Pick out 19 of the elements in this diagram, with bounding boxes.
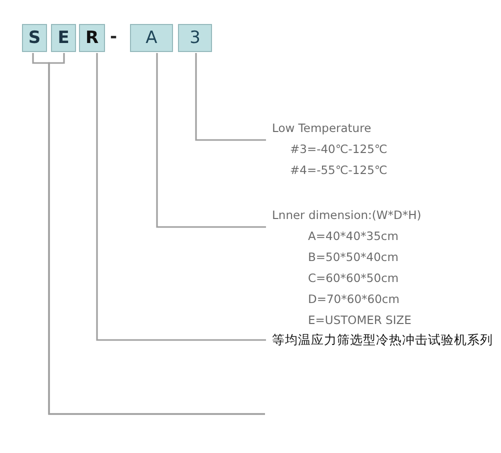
code-letter-box: 3 — [178, 24, 212, 52]
option-text: A=40*40*35cm — [307, 228, 400, 245]
option-text: E=USTOMER SIZE — [307, 312, 412, 329]
option-text: #3=-40℃-125℃ — [289, 141, 388, 158]
option-text: B=50*50*40cm — [307, 249, 400, 266]
option-text: #4=-55℃-125℃ — [289, 162, 388, 179]
separator-dash: - — [110, 27, 118, 47]
heading-text: Low Temperature — [271, 120, 372, 137]
code-letter-box: E — [51, 24, 76, 52]
leader-line — [195, 53, 266, 141]
leader-line — [156, 53, 266, 228]
heading-text: 等均温应力筛选型冷热冲击试验机系列 — [271, 331, 493, 349]
option-text: D=70*60*60cm — [307, 291, 400, 308]
heading-text: Lnner dimension:(W*D*H) — [271, 207, 422, 224]
code-letter-box: S — [22, 24, 47, 52]
code-letter-box: A — [130, 24, 173, 52]
code-letter-box: R — [79, 24, 105, 52]
leader-line — [96, 53, 266, 341]
option-text: C=60*60*50cm — [307, 270, 400, 287]
